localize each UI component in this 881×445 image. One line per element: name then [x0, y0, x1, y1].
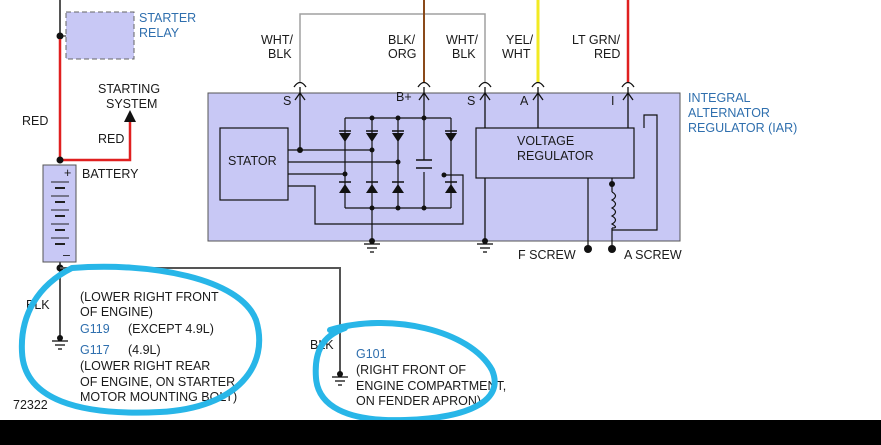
a-screw-label: A SCREW — [624, 248, 682, 262]
starter-relay-label-1: STARTER — [139, 11, 196, 25]
stator-box — [219, 127, 289, 201]
g117-location-1: (LOWER RIGHT REAR — [80, 359, 210, 373]
g117-note: (4.9L) — [128, 343, 161, 357]
annotation-circle-right — [312, 320, 498, 424]
stator-output-wires — [288, 149, 464, 225]
iar-label-1: INTEGRAL — [688, 91, 751, 105]
diode-bars — [339, 130, 457, 183]
terminal-bplus-label: B+ — [396, 90, 412, 104]
wire-label-ltgrn-red-a: LT GRN/ — [572, 33, 621, 47]
regulator-junction-dot — [609, 181, 615, 187]
g101-id: G101 — [356, 347, 387, 361]
red-wire-starting-system — [60, 118, 132, 162]
starting-system-label-1: STARTING — [98, 82, 160, 96]
wire-label-ltgrn-red-b: RED — [594, 47, 620, 61]
battery-positive-dot — [56, 156, 64, 164]
terminal-s1-label: S — [283, 94, 291, 108]
voltage-regulator-box — [475, 127, 635, 179]
wire-label-yel-wht-b: WHT — [502, 47, 531, 61]
g119-note: (EXCEPT 4.9L) — [128, 322, 214, 336]
iar-label-3: REGULATOR (IAR) — [688, 121, 797, 135]
ground-dot-g119 — [57, 335, 63, 341]
ground-symbol-rectifier — [364, 243, 380, 253]
a-screw-dot — [608, 245, 616, 253]
battery-minus-sign: – — [63, 248, 70, 262]
starter-relay-label-2: RELAY — [139, 26, 180, 40]
terminal-s2-label: S — [467, 94, 475, 108]
starting-system-arrow — [124, 110, 136, 122]
wire-label-blk-org-a: BLK/ — [388, 33, 416, 47]
wire-label-wht-blk-1b: BLK — [268, 47, 292, 61]
g119-location-2: OF ENGINE) — [80, 305, 153, 319]
ground-symbol-s-terminal — [477, 243, 493, 253]
battery-plus-sign: + — [64, 166, 71, 180]
ground-symbol-g101 — [332, 376, 348, 386]
bottom-black-bar — [0, 420, 881, 445]
g119-location-1: (LOWER RIGHT FRONT — [80, 290, 219, 304]
stator-label: STATOR — [228, 154, 277, 168]
stator-junction-dot — [297, 147, 303, 153]
wire-label-yel-wht-a: YEL/ — [506, 33, 534, 47]
ground-dot-s-terminal — [482, 238, 488, 244]
terminal-i-label: I — [611, 94, 614, 108]
annotation-circle-left — [18, 263, 263, 416]
g117-location-3: MOTOR MOUNTING BOLT) — [80, 390, 237, 404]
f-screw-label: F SCREW — [518, 248, 576, 262]
battery-box — [42, 164, 77, 263]
ground-symbol-g119 — [52, 340, 68, 350]
wire-label-wht-blk-2a: WHT/ — [446, 33, 478, 47]
ground-dot-g101 — [337, 371, 343, 377]
g117-location-2: OF ENGINE, ON STARTER — [80, 375, 235, 389]
g101-location-3: ON FENDER APRON) — [356, 394, 481, 408]
wire-wht-blk-loop — [299, 13, 486, 82]
capacitor-symbol — [416, 159, 432, 169]
g119-id: G119 — [80, 322, 110, 336]
red-wire-label-mid: RED — [98, 132, 124, 146]
ground-dot-rectifier — [369, 238, 375, 244]
battery-label: BATTERY — [82, 167, 139, 181]
field-coil — [610, 191, 617, 229]
g117-id: G117 — [80, 343, 110, 357]
connector-arcs — [293, 81, 635, 88]
wire-label-blk-org-b: ORG — [388, 47, 416, 61]
wire-label-wht-blk-2b: BLK — [452, 47, 476, 61]
diodes — [339, 133, 457, 193]
rectifier-dots — [342, 115, 447, 211]
battery-cells — [51, 181, 69, 245]
red-wire-label-left: RED — [22, 114, 48, 128]
g101-location-2: ENGINE COMPARTMENT, — [356, 379, 506, 393]
starting-system-label-2: SYSTEM — [106, 97, 157, 111]
voltage-regulator-label-2: REGULATOR — [517, 149, 594, 163]
g101-location-1: (RIGHT FRONT OF — [356, 363, 466, 377]
voltage-regulator-label-1: VOLTAGE — [517, 134, 574, 148]
iar-label-2: ALTERNATOR — [688, 106, 770, 120]
figure-id: 72322 — [13, 398, 48, 412]
terminal-a-label: A — [520, 94, 529, 108]
starter-relay-box — [65, 11, 135, 60]
f-screw-dot — [584, 245, 592, 253]
relay-junction-dot — [56, 32, 64, 40]
wire-label-wht-blk-1a: WHT/ — [261, 33, 293, 47]
